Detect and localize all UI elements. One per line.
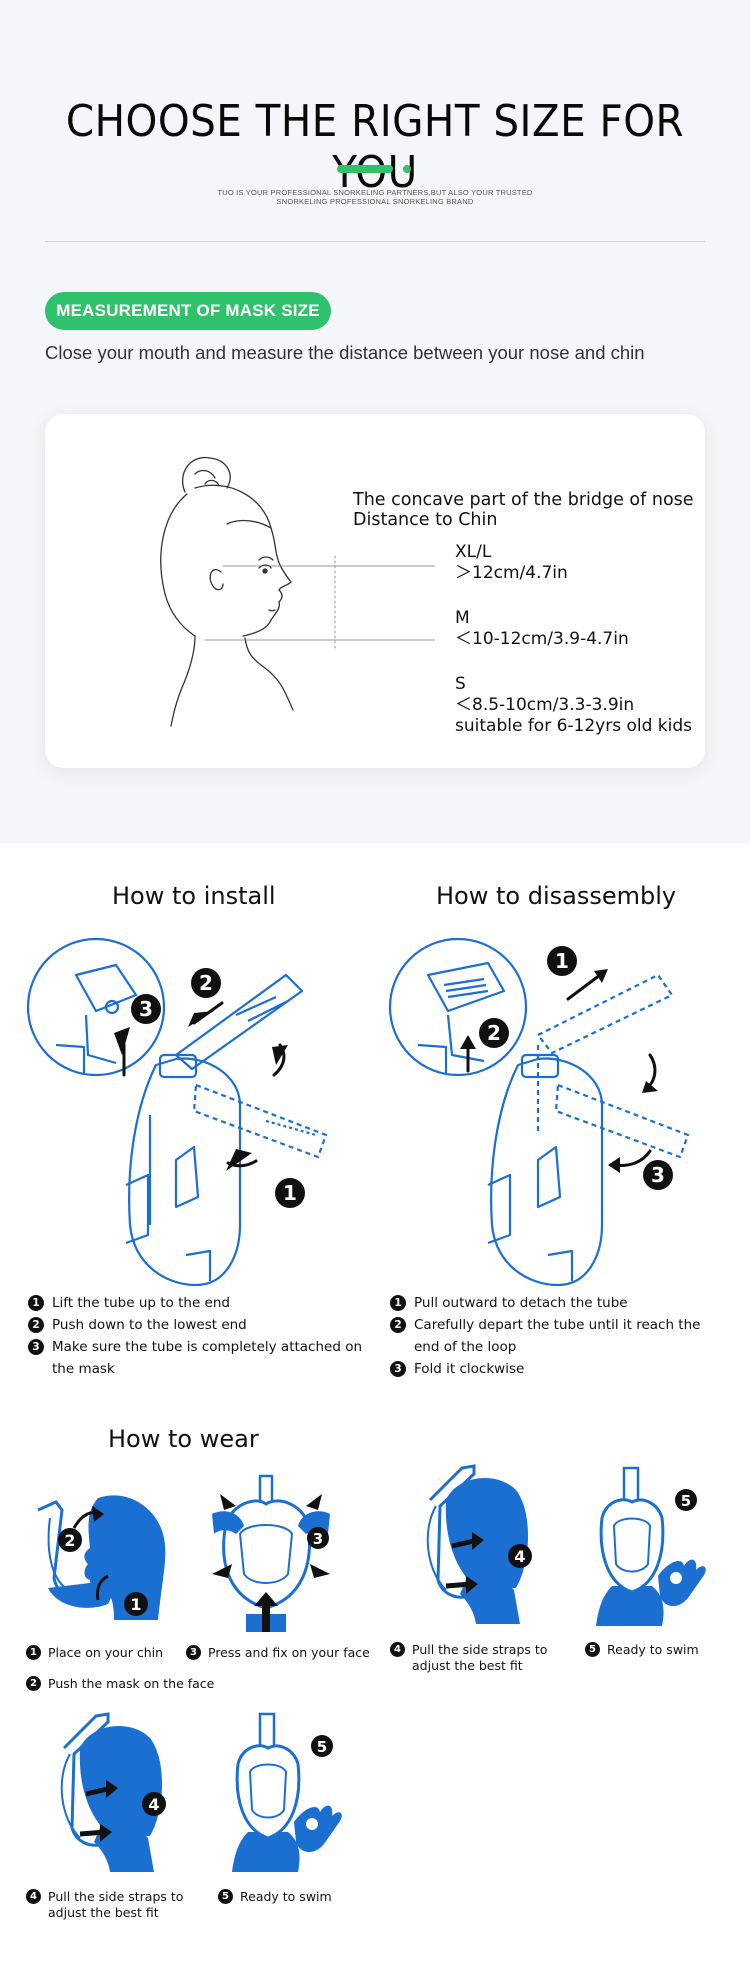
install-heading: How to install xyxy=(112,882,276,910)
measurement-card: The concave part of the bridge of nose D… xyxy=(45,414,705,768)
svg-text:3: 3 xyxy=(651,1163,665,1187)
svg-text:1: 1 xyxy=(283,1181,297,1205)
install-illustration-icon: 2 3 1 xyxy=(26,937,328,1287)
svg-text:4: 4 xyxy=(514,1547,525,1566)
title-accent-bar xyxy=(337,165,393,173)
wear-pull-straps-repeat-icon: 4 xyxy=(60,1712,166,1872)
svg-text:1: 1 xyxy=(555,949,569,973)
svg-text:4: 4 xyxy=(148,1795,159,1814)
measure-line-1: The concave part of the bridge of nose xyxy=(353,490,694,510)
size-section: CHOOSE THE RIGHT SIZE FOR YOU TUO IS YOU… xyxy=(0,0,750,843)
svg-text:3: 3 xyxy=(139,997,153,1021)
svg-text:3: 3 xyxy=(313,1530,323,1548)
wear-place-chin-icon: 2 1 xyxy=(37,1495,166,1620)
size-s: S ＜8.5-10cm/3.3-3.9in suitable for 6-12y… xyxy=(455,674,693,736)
svg-text:5: 5 xyxy=(317,1738,327,1756)
wear-ready-icon: 5 xyxy=(596,1466,706,1626)
wear-press-fix-icon: 3 xyxy=(212,1474,330,1632)
divider xyxy=(45,241,705,242)
size-m: M ＜10-12cm/3.9-4.7in xyxy=(455,608,629,649)
disassembly-heading: How to disassembly xyxy=(436,882,677,910)
size-xl-l: XL/L ＞12cm/4.7in xyxy=(455,542,568,583)
disassembly-illustration-icon: 1 2 3 xyxy=(388,937,690,1287)
svg-text:5: 5 xyxy=(681,1492,691,1510)
title-accent-dot xyxy=(403,165,411,173)
brand-subtitle: TUO IS YOUR PROFESSIONAL SNORKELING PART… xyxy=(175,188,575,206)
page-title: CHOOSE THE RIGHT SIZE FOR YOU xyxy=(65,96,685,198)
subtitle-line-1: TUO IS YOUR PROFESSIONAL SNORKELING PART… xyxy=(217,188,533,197)
wear-ready-repeat-icon: 5 xyxy=(232,1712,342,1872)
subtitle-line-2: SNORKELING PROFESSIONAL SNORKELING BRAND xyxy=(276,197,474,206)
svg-text:2: 2 xyxy=(487,1021,501,1045)
wear-pull-straps-icon: 4 xyxy=(426,1464,532,1624)
measure-line-2: Distance to Chin xyxy=(353,510,498,530)
measurement-badge: MEASUREMENT OF MASK SIZE xyxy=(45,292,331,330)
measurement-instruction: Close your mouth and measure the distanc… xyxy=(45,342,645,363)
svg-text:2: 2 xyxy=(199,971,213,995)
wear-heading: How to wear xyxy=(108,1425,259,1453)
head-profile-icon xyxy=(160,456,435,727)
svg-text:1: 1 xyxy=(130,1595,141,1614)
svg-text:2: 2 xyxy=(64,1531,75,1550)
measure-description: The concave part of the bridge of nose D… xyxy=(353,490,698,530)
